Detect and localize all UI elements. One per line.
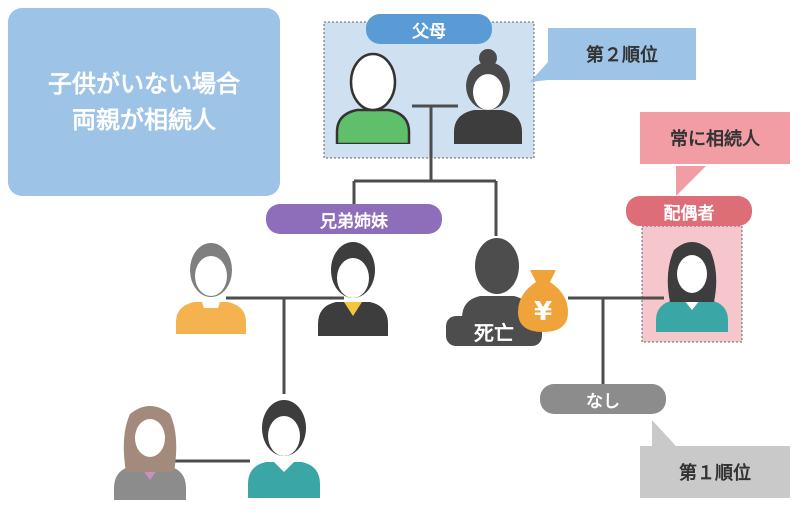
father-icon xyxy=(335,52,411,144)
sibling-sister-icon xyxy=(318,242,388,336)
title-box: 子供がいない場合 両親が相続人 xyxy=(8,8,280,196)
spouse-icon xyxy=(656,242,728,332)
yen-money-bag-icon: ¥ xyxy=(518,270,568,332)
parents-label: 父母 xyxy=(366,14,492,44)
diagram-title: 子供がいない場合 両親が相続人 xyxy=(48,70,240,134)
siblings-label: 兄弟姉妹 xyxy=(266,204,442,234)
second-rank-callout: 第２順位 xyxy=(548,28,696,80)
second-rank-callout-tail xyxy=(530,62,548,82)
always-heir-callout: 常に相続人 xyxy=(640,112,790,164)
svg-text:¥: ¥ xyxy=(534,297,552,327)
first-rank-callout-tail xyxy=(652,420,676,446)
first-rank-callout: 第１順位 xyxy=(640,446,790,498)
niece-icon xyxy=(114,406,186,500)
spouse-label: 配偶者 xyxy=(626,196,752,226)
nephew-icon xyxy=(248,400,320,498)
mother-icon xyxy=(454,49,522,144)
children-none-label: なし xyxy=(540,384,666,414)
always-heir-callout-tail xyxy=(676,166,706,196)
sibling-brother-icon xyxy=(176,243,246,334)
